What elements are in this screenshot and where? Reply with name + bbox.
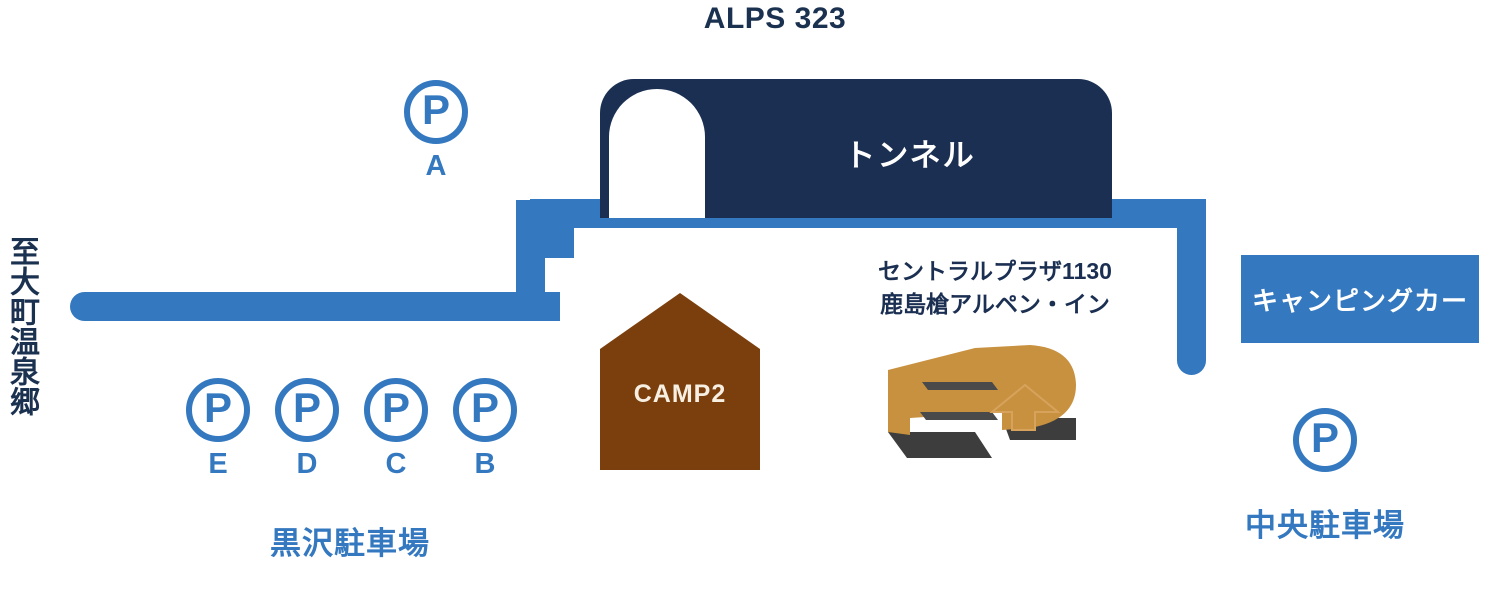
parking-marker-d[interactable]: P D <box>275 378 339 480</box>
plaza-caption-line2: 鹿島槍アルペン・イン <box>880 291 1110 317</box>
parking-marker-b[interactable]: P B <box>453 378 517 480</box>
kurosawa-parking-caption: 黒沢駐車場 <box>270 526 430 561</box>
parking-marker-e[interactable]: P E <box>186 378 250 480</box>
page-title: ALPS 323 <box>703 2 847 35</box>
parking-marker-a[interactable]: P A <box>404 80 468 182</box>
road-segment-vertical-right <box>1177 199 1206 375</box>
road-segment-left <box>70 292 560 321</box>
parking-p-glyph: P <box>381 384 410 431</box>
parking-label-d: D <box>296 448 318 480</box>
parking-p-glyph: P <box>203 384 232 431</box>
parking-p-icon: P <box>364 378 428 442</box>
camping-car-label: キャンピングカー <box>1251 285 1468 316</box>
parking-label-c: C <box>385 448 407 480</box>
parking-p-glyph: P <box>292 384 321 431</box>
parking-p-icon: P <box>1293 408 1357 472</box>
parking-label-a: A <box>425 150 447 182</box>
central-parking-caption: 中央駐車場 <box>1245 508 1405 543</box>
parking-p-icon: P <box>186 378 250 442</box>
parking-marker-c[interactable]: P C <box>364 378 428 480</box>
destination-label: 至大町温泉郷 <box>5 236 38 416</box>
camp2-label: CAMP2 <box>633 380 727 408</box>
camping-car-area[interactable]: キャンピングカー <box>1241 255 1479 343</box>
parking-marker-central[interactable]: P <box>1293 408 1357 472</box>
parking-p-icon: P <box>275 378 339 442</box>
plaza-caption: セントラルプラザ1130 鹿島槍アルペン・イン <box>845 255 1145 321</box>
parking-p-glyph: P <box>470 384 499 431</box>
plaza-building-icon <box>880 340 1090 475</box>
parking-p-icon: P <box>404 80 468 144</box>
tunnel-mouth-arch <box>605 85 709 218</box>
camp2-building-icon <box>600 293 760 470</box>
parking-p-icon: P <box>453 378 517 442</box>
plaza-caption-line1: セントラルプラザ1130 <box>878 258 1112 284</box>
parking-p-glyph: P <box>421 86 450 133</box>
tunnel-label: トンネル <box>844 138 976 173</box>
parking-label-e: E <box>208 448 228 480</box>
parking-label-b: B <box>474 448 496 480</box>
parking-p-glyph: P <box>1310 414 1339 461</box>
